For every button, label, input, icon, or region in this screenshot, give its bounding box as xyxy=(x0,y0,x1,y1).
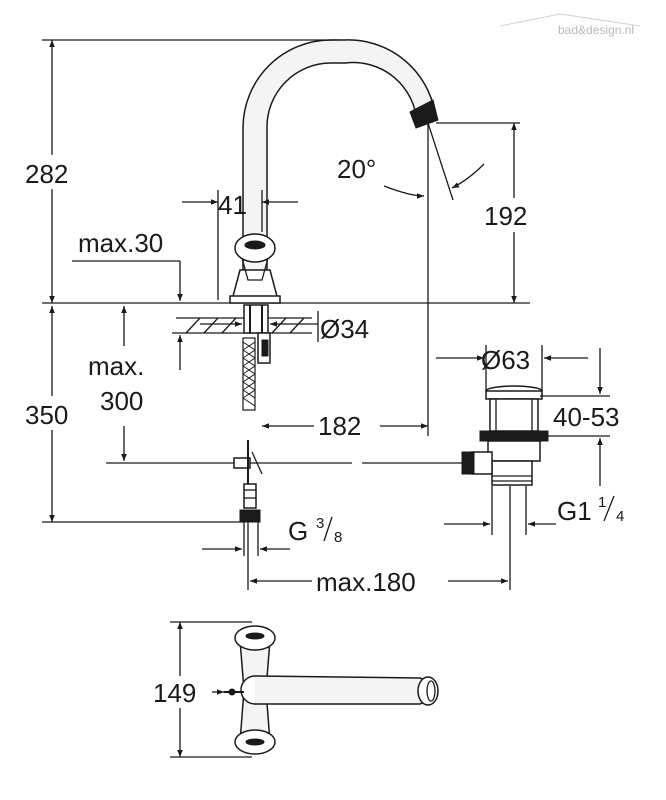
dim-inlet-thread-num: 3 xyxy=(316,515,324,532)
deck-hatch xyxy=(172,317,312,334)
dim-lever-width: 41 xyxy=(218,190,247,220)
dim-below-deck: 350 xyxy=(25,400,68,430)
top-view-spout-arm xyxy=(254,675,430,705)
dim-waste-diameter-text: Ø63 xyxy=(481,345,530,375)
dim-waste-diameter: Ø63 xyxy=(436,345,588,391)
spout-aerator xyxy=(409,99,439,129)
dim-inlet-thread-main: G xyxy=(288,516,308,546)
dim-hole: Ø34 xyxy=(200,311,369,344)
dim-max30: max.30 xyxy=(72,228,183,370)
dim-hole-diameter: Ø34 xyxy=(320,314,369,344)
dim-182: 182 xyxy=(262,300,429,441)
dim-overall-height: 282 xyxy=(25,159,68,189)
dim-350: 350 xyxy=(22,306,244,523)
dim-282: 282 xyxy=(24,39,338,303)
dim-192: 192 xyxy=(436,122,544,303)
watermark: bad&design.nl xyxy=(499,13,641,37)
dim-top-view-width: 149 xyxy=(153,678,196,708)
dim-inlet-thread-den: 8 xyxy=(334,529,342,546)
dim-rod-length-text: max.180 xyxy=(316,567,416,597)
dim-inlet-thread: G 3 8 xyxy=(202,515,342,556)
dim-waste-thread-den: 4 xyxy=(616,508,624,525)
dim-waste-thread-main: G1 xyxy=(557,496,592,526)
dim-waste-thread: G1 1 4 xyxy=(444,486,624,535)
waste-valve xyxy=(461,385,549,486)
inlet-connector xyxy=(239,483,261,523)
dim-waste-adjust: 40-53 xyxy=(540,348,620,486)
dim-deck-thickness: max.30 xyxy=(78,228,163,258)
mounting-shank xyxy=(243,304,271,364)
dim-deck-depth-line2: 300 xyxy=(100,386,143,416)
popup-rod xyxy=(106,440,466,486)
dim-spout-reach: 182 xyxy=(318,411,361,441)
dim-max300: max. 300 xyxy=(88,306,144,461)
mixer-body xyxy=(229,233,281,304)
dim-waste-adjust-text: 40-53 xyxy=(553,402,620,432)
dim-spout-angle: 20° xyxy=(337,154,376,184)
dim-waste-thread-num: 1 xyxy=(598,494,606,511)
top-view xyxy=(224,625,439,755)
dim-spout-height: 192 xyxy=(484,201,527,231)
watermark-text: bad&design.nl xyxy=(558,23,634,37)
dim-deck-depth-line1: max. xyxy=(88,351,144,381)
dim-rod-length: max.180 xyxy=(247,486,511,597)
dim-angle: 20° xyxy=(337,122,485,300)
dim-149: 149 xyxy=(150,621,252,758)
dim-41: 41 xyxy=(182,190,298,300)
flexible-hose xyxy=(242,337,256,411)
